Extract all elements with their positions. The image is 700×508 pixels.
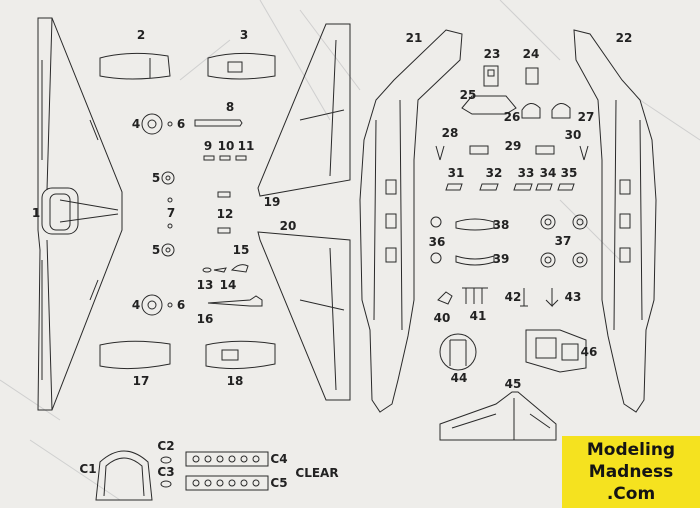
label-part-2: 2 [136, 28, 146, 42]
label-part-18: 18 [226, 374, 244, 388]
part-4-wheel-lower [141, 294, 173, 316]
clear-part-c1-canopy [95, 450, 153, 501]
label-part-26: 26 [503, 110, 521, 124]
label-part-23: 23 [483, 47, 501, 61]
parts-9-11-small [203, 155, 247, 161]
label-part-19: 19 [263, 195, 281, 209]
label-part-12: 12 [216, 207, 234, 221]
label-part-14: 14 [219, 278, 237, 292]
label-part-15: 15 [232, 243, 250, 257]
part-16-strut [207, 295, 263, 307]
label-clear-c4: C4 [270, 452, 288, 466]
label-part-44: 44 [450, 371, 468, 385]
part-22-fuselage [573, 29, 657, 413]
label-part-35: 35 [560, 166, 578, 180]
part-7-pin [167, 197, 173, 229]
label-clear-c2: C2 [157, 439, 175, 453]
label-part-24: 24 [522, 47, 540, 61]
label-part-20: 20 [279, 219, 297, 233]
label-part-25: 25 [459, 88, 477, 102]
label-part-36: 36 [428, 235, 446, 249]
label-part-11: 11 [237, 139, 255, 153]
parts-40-43-struts [437, 287, 559, 308]
label-part-3: 3 [239, 28, 249, 42]
label-part-30: 30 [564, 128, 582, 142]
logo-line-2: Madness [588, 462, 674, 482]
label-clear-c1: C1 [79, 462, 97, 476]
label-part-6-lower: 6 [176, 298, 186, 312]
part-46-cockpit-tub [525, 329, 587, 373]
logo-line-3: .Com [606, 484, 656, 504]
label-part-9: 9 [203, 139, 213, 153]
label-part-5-upper: 5 [151, 171, 161, 185]
parts-23-35-interior [435, 65, 589, 191]
part-8-strut [194, 119, 243, 127]
label-part-17: 17 [132, 374, 150, 388]
part-4-wheel-upper [141, 113, 173, 135]
label-part-8: 8 [225, 100, 235, 114]
part-18-engine [205, 340, 276, 370]
label-part-39: 39 [492, 252, 510, 266]
label-part-29: 29 [504, 139, 522, 153]
label-part-34: 34 [539, 166, 557, 180]
part-21-fuselage [359, 29, 463, 413]
label-part-46: 46 [580, 345, 598, 359]
part-20-wing [257, 231, 351, 401]
label-part-5-lower: 5 [151, 243, 161, 257]
label-part-7: 7 [166, 206, 176, 220]
label-part-43: 43 [564, 290, 582, 304]
modelingmadness-logo: Modeling Madness .Com [562, 436, 700, 508]
label-part-27: 27 [577, 110, 595, 124]
label-part-37: 37 [554, 234, 572, 248]
part-12 [217, 191, 231, 234]
part-45-tailplane [439, 391, 557, 441]
label-clear-c5: C5 [270, 476, 288, 490]
clear-parts-c2-c3 [160, 456, 172, 488]
clear-parts-c4-c5 [185, 451, 269, 491]
part-44 [439, 333, 477, 371]
label-part-28: 28 [441, 126, 459, 140]
part-17-engine [99, 340, 171, 370]
label-part-10: 10 [217, 139, 235, 153]
label-part-40: 40 [433, 311, 451, 325]
label-part-13: 13 [196, 278, 214, 292]
label-part-33: 33 [517, 166, 535, 180]
part-5-wheels [161, 171, 175, 257]
label-part-21: 21 [405, 31, 423, 45]
label-part-4-upper: 4 [131, 117, 141, 131]
part-3-engine-half [207, 52, 276, 80]
label-part-16: 16 [196, 312, 214, 326]
part-19-wing [257, 23, 351, 197]
parts-13-15 [202, 264, 249, 273]
label-part-1: 1 [31, 206, 41, 220]
label-part-4-lower: 4 [131, 298, 141, 312]
label-part-6-upper: 6 [176, 117, 186, 131]
label-part-42: 42 [504, 290, 522, 304]
label-clear: CLEAR [295, 466, 339, 480]
label-part-45: 45 [504, 377, 522, 391]
part-2-engine-half [99, 52, 171, 80]
parts-36-39 [430, 214, 588, 268]
label-part-22: 22 [615, 31, 633, 45]
label-part-38: 38 [492, 218, 510, 232]
logo-line-1: Modeling [586, 440, 676, 460]
label-part-41: 41 [469, 309, 487, 323]
label-clear-c3: C3 [157, 465, 175, 479]
part-1-wing [37, 17, 123, 411]
label-part-31: 31 [447, 166, 465, 180]
label-part-32: 32 [485, 166, 503, 180]
